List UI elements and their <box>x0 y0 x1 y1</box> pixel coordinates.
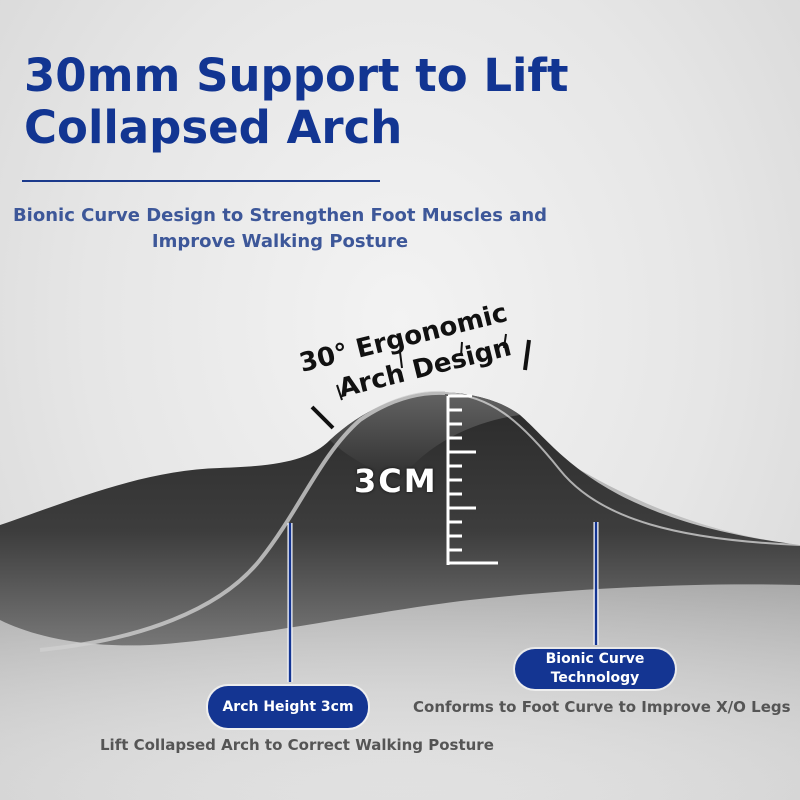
headline-divider <box>22 180 380 182</box>
arch-height-badge-label: Arch Height 3cm <box>222 698 354 715</box>
height-ruler <box>446 394 498 565</box>
measurement-label: 3CM <box>354 462 438 500</box>
subheadline-line1: Bionic Curve Design to Strengthen Foot M… <box>12 205 548 226</box>
insole-right-edge <box>444 392 800 546</box>
angle-tick-right <box>523 339 531 371</box>
headline: 30mm Support to Lift Collapsed Arch <box>24 50 624 154</box>
arch-height-badge: Arch Height 3cm <box>208 686 368 728</box>
subheadline: Bionic Curve Design to Strengthen Foot M… <box>0 203 560 255</box>
bionic-curve-badge-line1: Bionic Curve <box>545 651 645 667</box>
angle-tick-left <box>310 405 335 430</box>
headline-line2: Collapsed Arch <box>24 101 403 154</box>
insole-edge-highlight <box>39 390 446 652</box>
insole-body <box>0 392 800 646</box>
bionic-curve-badge-line2: Technology <box>550 670 640 686</box>
subheadline-line2: Improve Walking Posture <box>151 231 409 252</box>
bionic-curve-caption: Conforms to Foot Curve to Improve X/O Le… <box>413 698 791 716</box>
bionic-curve-badge: Bionic Curve Technology <box>515 649 675 689</box>
arch-height-caption: Lift Collapsed Arch to Correct Walking P… <box>100 736 494 754</box>
headline-line1: 30mm Support to Lift <box>24 49 569 102</box>
insole-arch-top <box>330 392 520 480</box>
